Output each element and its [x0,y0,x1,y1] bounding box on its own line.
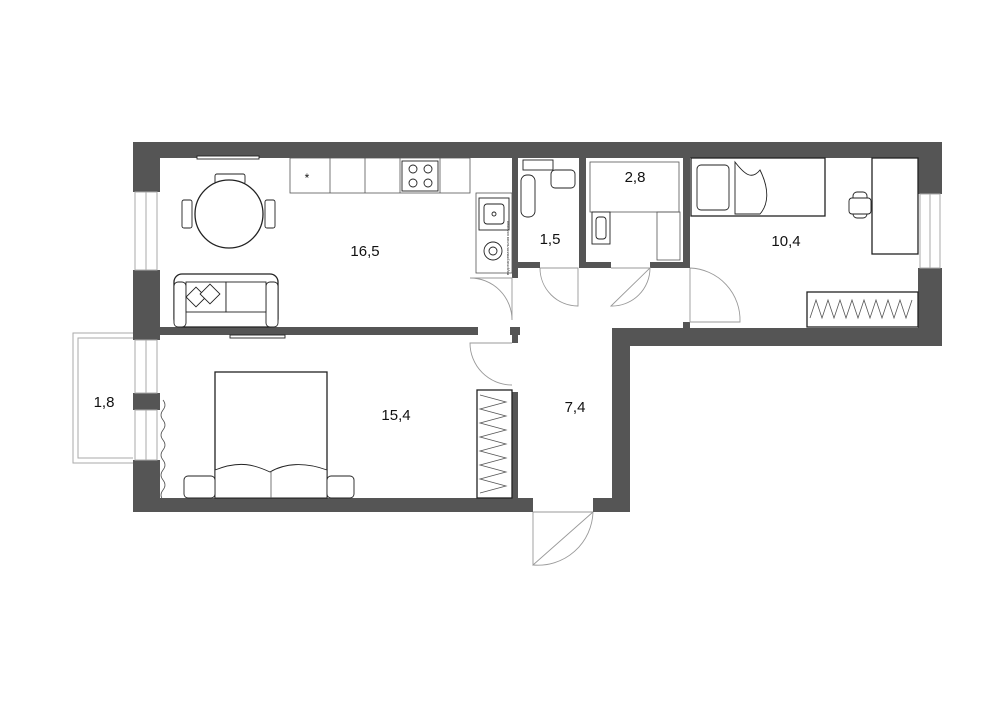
dining-table [181,173,276,249]
small-bedroom: 10,4 [690,157,919,328]
balcony: 1,8 [72,332,133,464]
walls [133,142,942,512]
doors [469,267,741,566]
bathroom: 2,8 [589,161,681,261]
kitchen-living-room: * водонагревательная колонка [173,155,513,328]
bathroom-area-label: 2,8 [625,169,646,186]
toilet-area-label: 1,5 [540,231,561,248]
kitchen-living-area-label: 16,5 [350,243,379,260]
double-bed [183,371,355,499]
asterisk-mark: * [305,171,310,185]
toilet-room: 1,5 [520,159,576,248]
small-bedroom-area-label: 10,4 [771,233,800,250]
main-bedroom: 15,4 [160,334,513,501]
wardrobe-small [806,291,919,328]
hall: 7,4 [565,399,586,416]
main-bedroom-area-label: 15,4 [381,407,410,424]
balcony-area-label: 1,8 [94,394,115,411]
single-bed [690,157,826,217]
hall-area-label: 7,4 [565,399,586,416]
wardrobe-main [476,389,513,499]
sofa [173,273,279,328]
windows [134,191,941,461]
water-heater-note: водонагревательная колонка [505,220,510,275]
